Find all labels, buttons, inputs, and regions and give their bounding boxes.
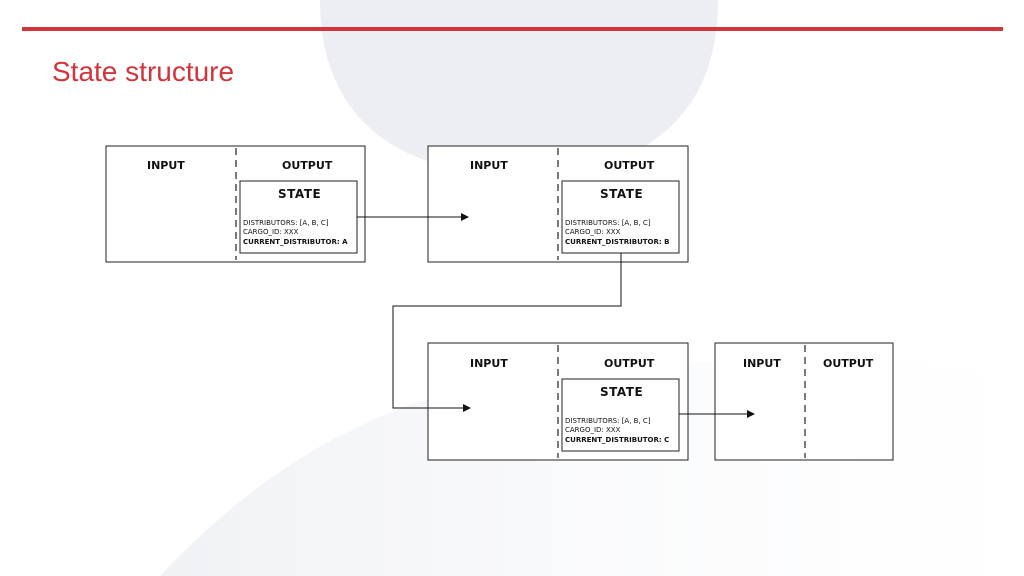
input-label: INPUT [470,357,508,370]
state-distributors: DISTRIBUTORS: [A, B, C] [243,219,329,227]
state-current-distributor: CURRENT_DISTRIBUTOR: B [565,238,669,246]
state-cargo-id: CARGO_ID: XXX [243,228,299,236]
stage-4: INPUT OUTPUT [714,342,894,461]
state-heading: STATE [600,187,643,201]
state-heading: STATE [278,187,321,201]
state-cargo-id: CARGO_ID: XXX [565,228,621,236]
output-label: OUTPUT [282,159,333,172]
stage-2: INPUT OUTPUT STATE DISTRIBUTORS: [A, B, … [427,145,689,263]
output-label: OUTPUT [823,357,874,370]
output-label: OUTPUT [604,159,655,172]
state-distributors: DISTRIBUTORS: [A, B, C] [565,417,651,425]
output-label: OUTPUT [604,357,655,370]
accent-bar [22,27,1003,31]
input-label: INPUT [470,159,508,172]
state-cargo-id: CARGO_ID: XXX [565,426,621,434]
slide-title: State structure [52,56,235,87]
connector-arrow-2-to-3 [392,253,622,412]
state-heading: STATE [600,385,643,399]
state-box [561,180,680,254]
stage-3: INPUT OUTPUT STATE DISTRIBUTORS: [A, B, … [427,342,689,461]
stage-frame [714,342,894,461]
state-box [239,180,358,254]
state-distributors: DISTRIBUTORS: [A, B, C] [565,219,651,227]
input-label: INPUT [147,159,185,172]
state-current-distributor: CURRENT_DISTRIBUTOR: C [565,436,669,444]
input-label: INPUT [743,357,781,370]
state-box [561,378,680,452]
background-circle [320,0,718,175]
stage-1: INPUT OUTPUT STATE DISTRIBUTORS: [A, B, … [105,145,366,263]
state-current-distributor: CURRENT_DISTRIBUTOR: A [243,238,348,246]
